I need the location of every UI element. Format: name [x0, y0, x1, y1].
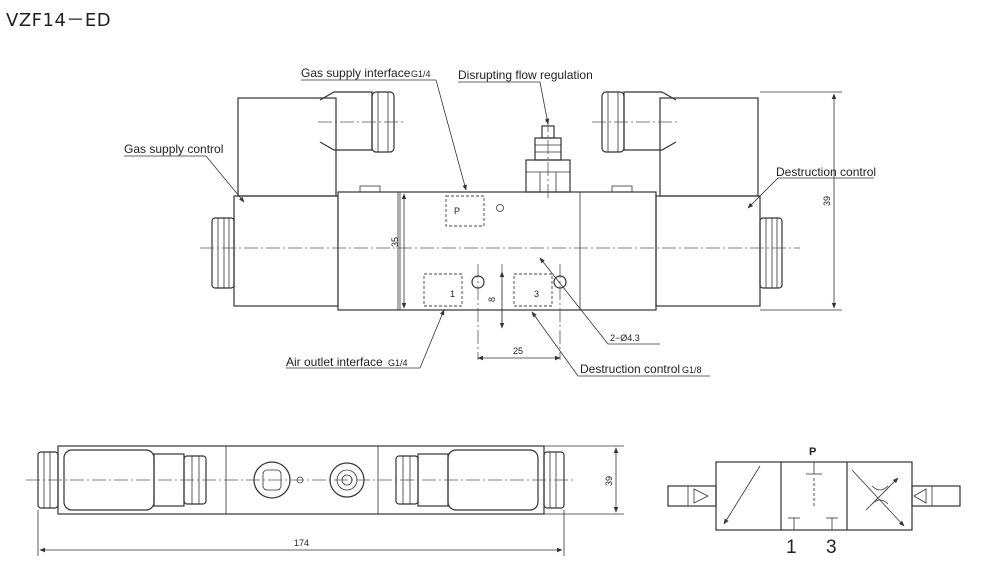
drawing-title: VZF14－ED	[6, 10, 112, 31]
dim-25: 25	[513, 346, 523, 356]
left-manual-knob	[211, 217, 235, 289]
symbol-p: P	[809, 446, 816, 458]
port-1-label: 1	[450, 289, 455, 299]
right-manual-knob	[759, 217, 783, 289]
dim-39-side: 39	[822, 196, 832, 206]
p-port-hidden	[445, 195, 485, 227]
right-solenoid-coil	[659, 97, 759, 197]
dim-39-top: 39	[604, 476, 614, 486]
valve-symbol: P 1 3	[667, 446, 961, 558]
label-destruction-control-right: Destruction control	[776, 165, 876, 179]
label-air-outlet-thread: G1/4	[388, 358, 408, 368]
dim-174: 174	[294, 538, 309, 548]
label-air-outlet-interface: Air outlet interface	[286, 355, 383, 369]
left-solenoid-coil	[237, 97, 337, 197]
label-gas-supply-interface-thread: G1/4	[411, 69, 431, 79]
label-hole-spec: 2−Ø4.3	[610, 333, 640, 343]
port-3-label: 3	[534, 289, 539, 299]
p-port-label: P	[454, 206, 460, 216]
flow-regulator	[525, 118, 571, 198]
symbol-1: 1	[786, 537, 797, 558]
label-disrupting-flow: Disrupting flow regulation	[458, 68, 593, 82]
label-gas-supply-control: Gas supply control	[124, 142, 223, 156]
front-view: P 1 3 8 25 35 39 Gas supply interface G1…	[124, 66, 876, 377]
right-solenoid-lower	[655, 195, 761, 307]
symbol-3: 3	[826, 537, 837, 558]
left-solenoid-lower	[233, 195, 339, 307]
label-destruction-control-port: Destruction control	[580, 362, 680, 376]
label-gas-supply-interface: Gas supply interface	[301, 66, 411, 80]
valve-body	[337, 191, 657, 311]
dim-8: 8	[487, 297, 497, 302]
top-view: 39 174	[26, 445, 624, 556]
label-destruction-control-thread: G1/8	[682, 365, 702, 375]
dim-35: 35	[390, 237, 400, 247]
